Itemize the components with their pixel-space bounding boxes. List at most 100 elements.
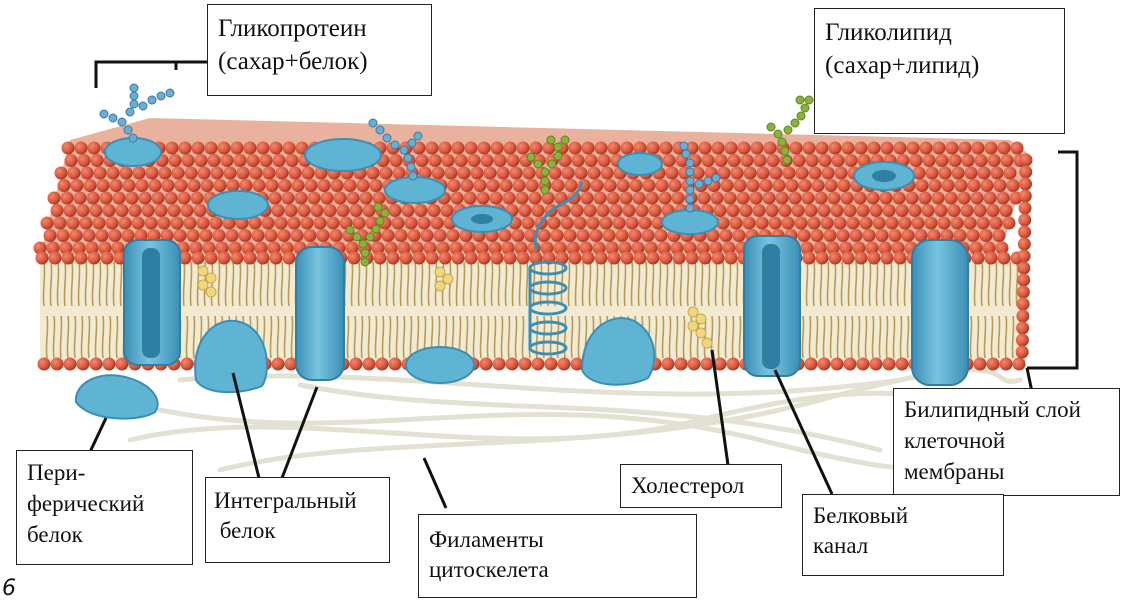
- lipid-head: [815, 192, 828, 205]
- lipid-head: [572, 154, 585, 167]
- lipid-head: [747, 179, 760, 192]
- lipid-head: [623, 204, 636, 217]
- lipid-head: [808, 217, 821, 230]
- lipid-head: [985, 252, 998, 265]
- lipid-head: [304, 229, 317, 242]
- lipid-head: [955, 179, 968, 192]
- lipid-head: [51, 358, 64, 371]
- lipid-head: [292, 179, 305, 192]
- lipid-head: [805, 204, 818, 217]
- lipid-head: [933, 142, 946, 155]
- lipid-head: [58, 179, 71, 192]
- lipid-head: [517, 252, 530, 265]
- lipid-head: [276, 167, 289, 180]
- lipid-head: [975, 154, 988, 167]
- lipid-head: [353, 217, 366, 230]
- lipid-head: [197, 217, 210, 230]
- lipid-head: [152, 192, 165, 205]
- lipid-head: [712, 142, 725, 155]
- lipid-head: [779, 204, 792, 217]
- lipid-head: [663, 154, 676, 167]
- lipid-head: [273, 154, 286, 167]
- lipid-head: [188, 179, 201, 192]
- lipid-head: [756, 217, 769, 230]
- lipid-head: [244, 142, 257, 155]
- lipid-head: [55, 167, 68, 180]
- lipid-head: [442, 154, 455, 167]
- lipid-head: [71, 179, 84, 192]
- lipid-head: [803, 142, 816, 155]
- lipid-head: [1018, 238, 1031, 251]
- lipid-head: [835, 167, 848, 180]
- cytoskeleton-line1: Филаменты: [429, 525, 686, 555]
- lipid-head: [855, 252, 868, 265]
- lipid-head: [38, 358, 51, 371]
- lipid-head: [350, 204, 363, 217]
- lipid-head: [155, 204, 168, 217]
- lipid-head: [334, 192, 347, 205]
- lipid-head: [959, 142, 972, 155]
- lipid-head: [617, 179, 630, 192]
- lipid-head: [598, 154, 611, 167]
- lipid-head: [870, 358, 883, 371]
- lipid-head: [686, 252, 699, 265]
- lipid-head: [870, 204, 883, 217]
- lipid-head: [286, 154, 299, 167]
- lipid-head: [562, 167, 575, 180]
- lipid-head: [643, 179, 656, 192]
- lipid-head: [516, 192, 529, 205]
- lipid-head: [68, 167, 81, 180]
- corner-mark: 6: [2, 578, 16, 600]
- channel-pore: [142, 248, 160, 358]
- lipid-head: [603, 229, 616, 242]
- lipid-head: [61, 192, 74, 205]
- lipid-head: [529, 192, 542, 205]
- lipid-head: [1016, 310, 1029, 323]
- lipid-head: [279, 179, 292, 192]
- lipid-head: [481, 154, 494, 167]
- lipid-head: [234, 154, 247, 167]
- surface-protein-pore: [872, 170, 896, 182]
- lipid-head: [477, 192, 490, 205]
- lipid-head: [711, 192, 724, 205]
- lipid-head: [484, 167, 497, 180]
- lipid-head: [894, 252, 907, 265]
- lipid-head: [907, 142, 920, 155]
- lipid-head: [62, 252, 75, 265]
- lipid-head: [894, 142, 907, 155]
- lipid-head: [428, 204, 441, 217]
- lipid-head: [946, 142, 959, 155]
- lipid-head: [727, 358, 740, 371]
- lipid-head: [608, 142, 621, 155]
- lipid-head: [231, 142, 244, 155]
- lipid-head: [712, 252, 725, 265]
- lipid-head: [798, 229, 811, 242]
- bilayer-line3: мембраны: [904, 457, 1109, 488]
- lipid-head: [724, 192, 737, 205]
- lipid-head: [809, 167, 822, 180]
- lipid-head: [886, 217, 899, 230]
- lipid-head: [731, 167, 744, 180]
- lipid-head: [980, 229, 993, 242]
- lipid-head: [1016, 334, 1029, 347]
- lipid-head: [974, 358, 987, 371]
- label-protein-channel: Белковый канал: [802, 494, 1004, 576]
- lipid-head: [925, 217, 938, 230]
- lipid-head: [912, 217, 925, 230]
- lipid-head: [802, 192, 815, 205]
- lipid-head: [373, 192, 386, 205]
- lipid-head: [70, 229, 83, 242]
- lipid-head: [1011, 142, 1024, 155]
- lipid-head: [792, 204, 805, 217]
- lipid-head: [317, 229, 330, 242]
- lipid-head: [571, 204, 584, 217]
- lipid-head: [764, 142, 777, 155]
- lipid-head: [949, 154, 962, 167]
- peripheral-line3: белок: [27, 519, 182, 550]
- lipid-head: [175, 179, 188, 192]
- lipid-head: [601, 167, 614, 180]
- lipid-head: [965, 167, 978, 180]
- lipid-head: [939, 167, 952, 180]
- lipid-head: [610, 204, 623, 217]
- lipid-head: [146, 167, 159, 180]
